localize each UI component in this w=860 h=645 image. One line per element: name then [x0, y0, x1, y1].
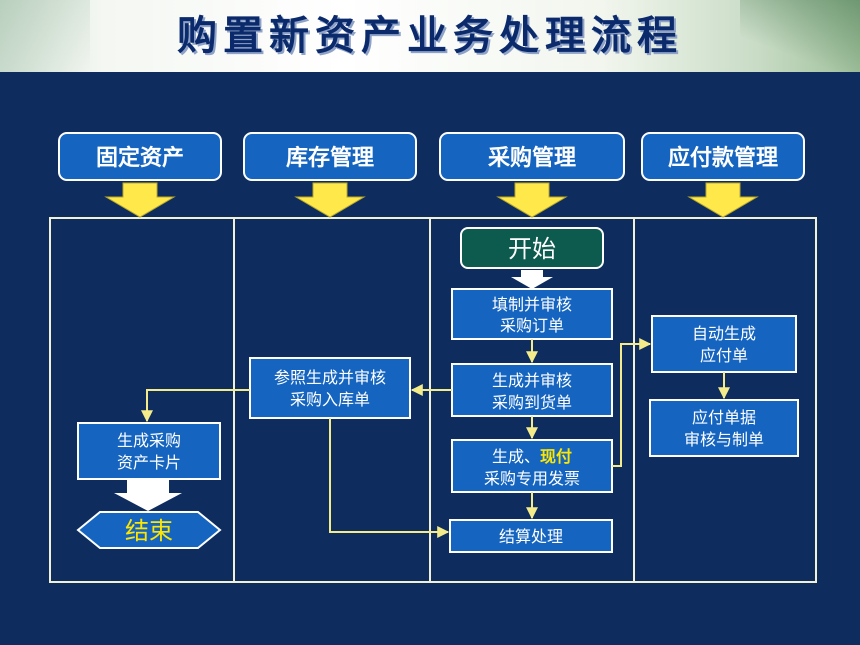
banner-decoration-right — [740, 0, 860, 72]
title-banner: 购置新资产业务处理流程 — [0, 0, 860, 72]
node-payable-approve[interactable]: 应付单据 审核与制单 — [649, 399, 799, 457]
node-gen-asset-card[interactable]: 生成采购 资产卡片 — [77, 422, 221, 480]
page-title: 购置新资产业务处理流程 — [177, 12, 683, 59]
node-text-line2: 采购入库单 — [290, 390, 370, 409]
node-text-line2: 采购到货单 — [492, 393, 572, 412]
node-text-line1: 应付单据 — [692, 408, 756, 427]
start-down-arrow — [511, 270, 553, 289]
module-header-payables[interactable]: 应付款管理 — [641, 132, 805, 181]
node-text-line1: 自动生成 — [692, 324, 756, 343]
node-ref-gen-receipt[interactable]: 参照生成并审核 采购入库单 — [249, 357, 411, 419]
end-label: 结束 — [125, 517, 173, 545]
start-node[interactable]: 开始 — [460, 227, 604, 269]
node-text-line2: 采购专用发票 — [484, 469, 580, 488]
node-text-line1: 生成采购 — [117, 431, 181, 450]
module-label-payables: 应付款管理 — [668, 145, 778, 171]
down-arrow-fixed-assets — [104, 182, 176, 218]
node-settlement[interactable]: 结算处理 — [449, 519, 613, 553]
down-arrow-payables — [687, 182, 759, 218]
node-gen-approve-arrival[interactable]: 生成并审核 采购到货单 — [451, 363, 613, 417]
down-arrow-purchasing — [496, 182, 568, 218]
module-header-inventory[interactable]: 库存管理 — [243, 132, 417, 181]
connector-invoice-to-payable — [612, 338, 652, 467]
node-auto-gen-payable[interactable]: 自动生成 应付单 — [651, 315, 797, 373]
swimlane-frame — [49, 217, 817, 583]
end-down-arrow — [114, 480, 182, 511]
invoice-highlight-text: 现付 — [540, 447, 572, 466]
invoice-prefix-text: 生成、 — [492, 447, 540, 466]
start-label: 开始 — [508, 235, 556, 263]
node-gen-invoice[interactable]: 生成、现付 采购专用发票 — [451, 439, 613, 493]
node-text-line1: 生成并审核 — [492, 371, 572, 390]
node-fill-approve-order[interactable]: 填制并审核 采购订单 — [451, 288, 613, 340]
node-text-line2: 应付单 — [700, 346, 748, 365]
banner-decoration-left — [0, 0, 90, 72]
end-node[interactable]: 结束 — [76, 511, 222, 549]
node-text-line1: 参照生成并审核 — [274, 368, 386, 387]
down-arrow-inventory — [294, 182, 366, 218]
node-text-line1: 生成、现付 — [492, 447, 572, 466]
module-header-fixed-assets[interactable]: 固定资产 — [58, 132, 222, 181]
node-text-line2: 采购订单 — [500, 316, 564, 335]
module-label-fixed-assets: 固定资产 — [96, 145, 184, 171]
node-text: 结算处理 — [499, 527, 563, 546]
node-text-line1: 填制并审核 — [492, 295, 572, 314]
module-label-inventory: 库存管理 — [286, 145, 374, 171]
connector-receipt-to-settlement — [329, 418, 450, 538]
lane-outline — [49, 217, 817, 583]
node-text-line2: 审核与制单 — [684, 430, 764, 449]
connector-receipt-to-asset-card — [141, 389, 250, 423]
module-header-purchasing[interactable]: 采购管理 — [439, 132, 625, 181]
node-text-line2: 资产卡片 — [117, 453, 181, 472]
module-label-purchasing: 采购管理 — [488, 145, 576, 171]
